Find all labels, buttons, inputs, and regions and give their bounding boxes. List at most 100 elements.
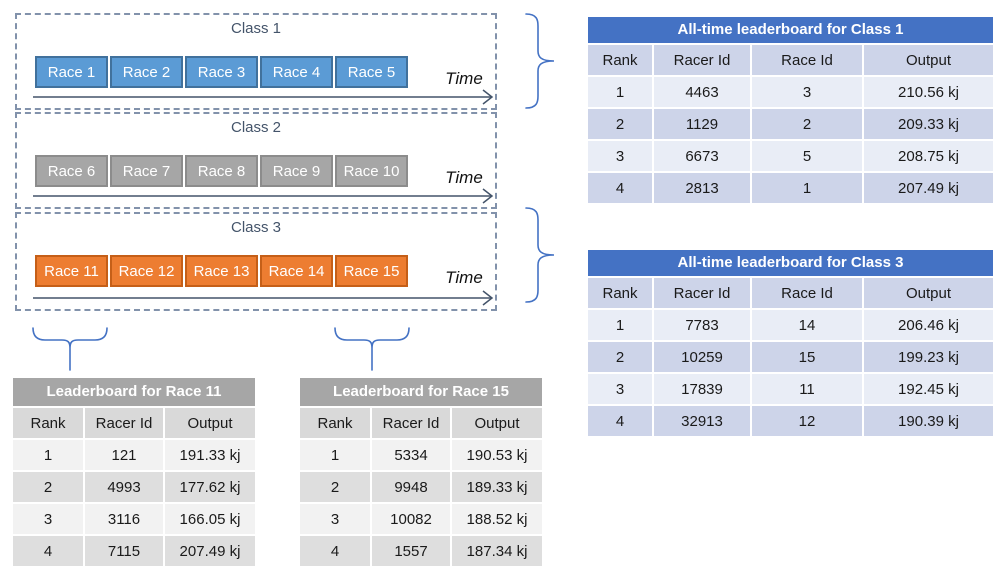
race-id-cell: 14 xyxy=(752,310,862,340)
table-header-row: Rank Racer Id Output xyxy=(13,408,255,438)
table-row: 4 7115 207.49 kj xyxy=(13,536,255,566)
time-arrow-icon xyxy=(33,290,494,306)
race-9-shape: Race 9 xyxy=(260,155,333,187)
table-row: 3 17839 11 192.45 kj xyxy=(588,374,993,404)
output-cell: 208.75 kj xyxy=(864,141,993,171)
class3-label: Class 3 xyxy=(230,219,282,236)
racer-id-cell: 7783 xyxy=(654,310,750,340)
race-id-cell: 11 xyxy=(752,374,862,404)
racer-id-cell: 10259 xyxy=(654,342,750,372)
racer-id-cell: 10082 xyxy=(372,504,450,534)
table-header-row: Rank Racer Id Output xyxy=(300,408,542,438)
rank-cell: 4 xyxy=(588,173,652,203)
race-13-shape: Race 13 xyxy=(185,255,258,287)
race-id-cell: 1 xyxy=(752,173,862,203)
output-cell: 192.45 kj xyxy=(864,374,993,404)
col-header-racer-id: Racer Id xyxy=(85,408,163,438)
rank-cell: 3 xyxy=(588,141,652,171)
rank-cell: 1 xyxy=(588,310,652,340)
race11-brace-icon xyxy=(32,327,108,371)
table-row: 1 7783 14 206.46 kj xyxy=(588,310,993,340)
col-header-output: Output xyxy=(165,408,255,438)
class2-label: Class 2 xyxy=(230,119,282,136)
col-header-racer-id: Racer Id xyxy=(654,278,750,308)
col-header-rank: Rank xyxy=(588,45,652,75)
table-title: Leaderboard for Race 15 xyxy=(300,378,542,406)
output-cell: 207.49 kj xyxy=(165,536,255,566)
racer-id-cell: 17839 xyxy=(654,374,750,404)
rank-cell: 3 xyxy=(300,504,370,534)
race15-leaderboard-table: Leaderboard for Race 15 Rank Racer Id Ou… xyxy=(300,378,542,568)
racer-id-cell: 6673 xyxy=(654,141,750,171)
table-row: 3 10082 188.52 kj xyxy=(300,504,542,534)
col-header-rank: Rank xyxy=(13,408,83,438)
race-4-shape: Race 4 xyxy=(260,56,333,88)
racer-id-cell: 1129 xyxy=(654,109,750,139)
time-label: Time xyxy=(445,69,483,88)
col-header-race-id: Race Id xyxy=(752,278,862,308)
table-row: 2 4993 177.62 kj xyxy=(13,472,255,502)
output-cell: 206.46 kj xyxy=(864,310,993,340)
output-cell: 209.33 kj xyxy=(864,109,993,139)
class3-leaderboard-table: All-time leaderboard for Class 3 Rank Ra… xyxy=(588,250,993,438)
col-header-output: Output xyxy=(864,278,993,308)
race-12-shape: Race 12 xyxy=(110,255,183,287)
racer-id-cell: 9948 xyxy=(372,472,450,502)
racer-id-cell: 121 xyxy=(85,440,163,470)
race-id-cell: 2 xyxy=(752,109,862,139)
racer-id-cell: 4993 xyxy=(85,472,163,502)
rank-cell: 1 xyxy=(13,440,83,470)
rank-cell: 1 xyxy=(300,440,370,470)
race-15-shape: Race 15 xyxy=(335,255,408,287)
output-cell: 190.53 kj xyxy=(452,440,542,470)
racer-id-cell: 2813 xyxy=(654,173,750,203)
table-row: 3 6673 5 208.75 kj xyxy=(588,141,993,171)
table-title: Leaderboard for Race 11 xyxy=(13,378,255,406)
race-id-cell: 15 xyxy=(752,342,862,372)
race-2-shape: Race 2 xyxy=(110,56,183,88)
table-header-row: Rank Racer Id Race Id Output xyxy=(588,45,993,75)
time-arrow-icon xyxy=(33,89,494,105)
class1-box: Class 1 Race 1 Race 2 Race 3 Race 4 Race… xyxy=(15,13,497,110)
racer-id-cell: 7115 xyxy=(85,536,163,566)
class1-brace-icon xyxy=(525,13,555,109)
race-3-shape: Race 3 xyxy=(185,56,258,88)
racer-id-cell: 4463 xyxy=(654,77,750,107)
racer-id-cell: 3116 xyxy=(85,504,163,534)
table-row: 4 2813 1 207.49 kj xyxy=(588,173,993,203)
rank-cell: 2 xyxy=(300,472,370,502)
time-label: Time xyxy=(445,168,483,187)
race-14-shape: Race 14 xyxy=(260,255,333,287)
class3-brace-icon xyxy=(525,207,555,303)
table-row: 3 3116 166.05 kj xyxy=(13,504,255,534)
race-8-shape: Race 8 xyxy=(185,155,258,187)
output-cell: 199.23 kj xyxy=(864,342,993,372)
racer-id-cell: 5334 xyxy=(372,440,450,470)
time-arrow-icon xyxy=(33,188,494,204)
racer-id-cell: 1557 xyxy=(372,536,450,566)
race-id-cell: 3 xyxy=(752,77,862,107)
race11-leaderboard-table: Leaderboard for Race 11 Rank Racer Id Ou… xyxy=(13,378,255,568)
class1-leaderboard-table: All-time leaderboard for Class 1 Rank Ra… xyxy=(588,17,993,205)
rank-cell: 2 xyxy=(13,472,83,502)
table-row: 2 9948 189.33 kj xyxy=(300,472,542,502)
table-row: 1 5334 190.53 kj xyxy=(300,440,542,470)
table-title: All-time leaderboard for Class 1 xyxy=(588,17,993,43)
output-cell: 177.62 kj xyxy=(165,472,255,502)
race-11-shape: Race 11 xyxy=(35,255,108,287)
rank-cell: 3 xyxy=(13,504,83,534)
class2-box: Class 2 Race 6 Race 7 Race 8 Race 9 Race… xyxy=(15,112,497,209)
race15-brace-icon xyxy=(334,327,410,371)
table-row: 2 1129 2 209.33 kj xyxy=(588,109,993,139)
class1-label: Class 1 xyxy=(230,20,282,37)
col-header-output: Output xyxy=(864,45,993,75)
col-header-racer-id: Racer Id xyxy=(654,45,750,75)
output-cell: 210.56 kj xyxy=(864,77,993,107)
table-row: 1 4463 3 210.56 kj xyxy=(588,77,993,107)
output-cell: 190.39 kj xyxy=(864,406,993,436)
race-6-shape: Race 6 xyxy=(35,155,108,187)
race-5-shape: Race 5 xyxy=(335,56,408,88)
rank-cell: 1 xyxy=(588,77,652,107)
table-row: 1 121 191.33 kj xyxy=(13,440,255,470)
